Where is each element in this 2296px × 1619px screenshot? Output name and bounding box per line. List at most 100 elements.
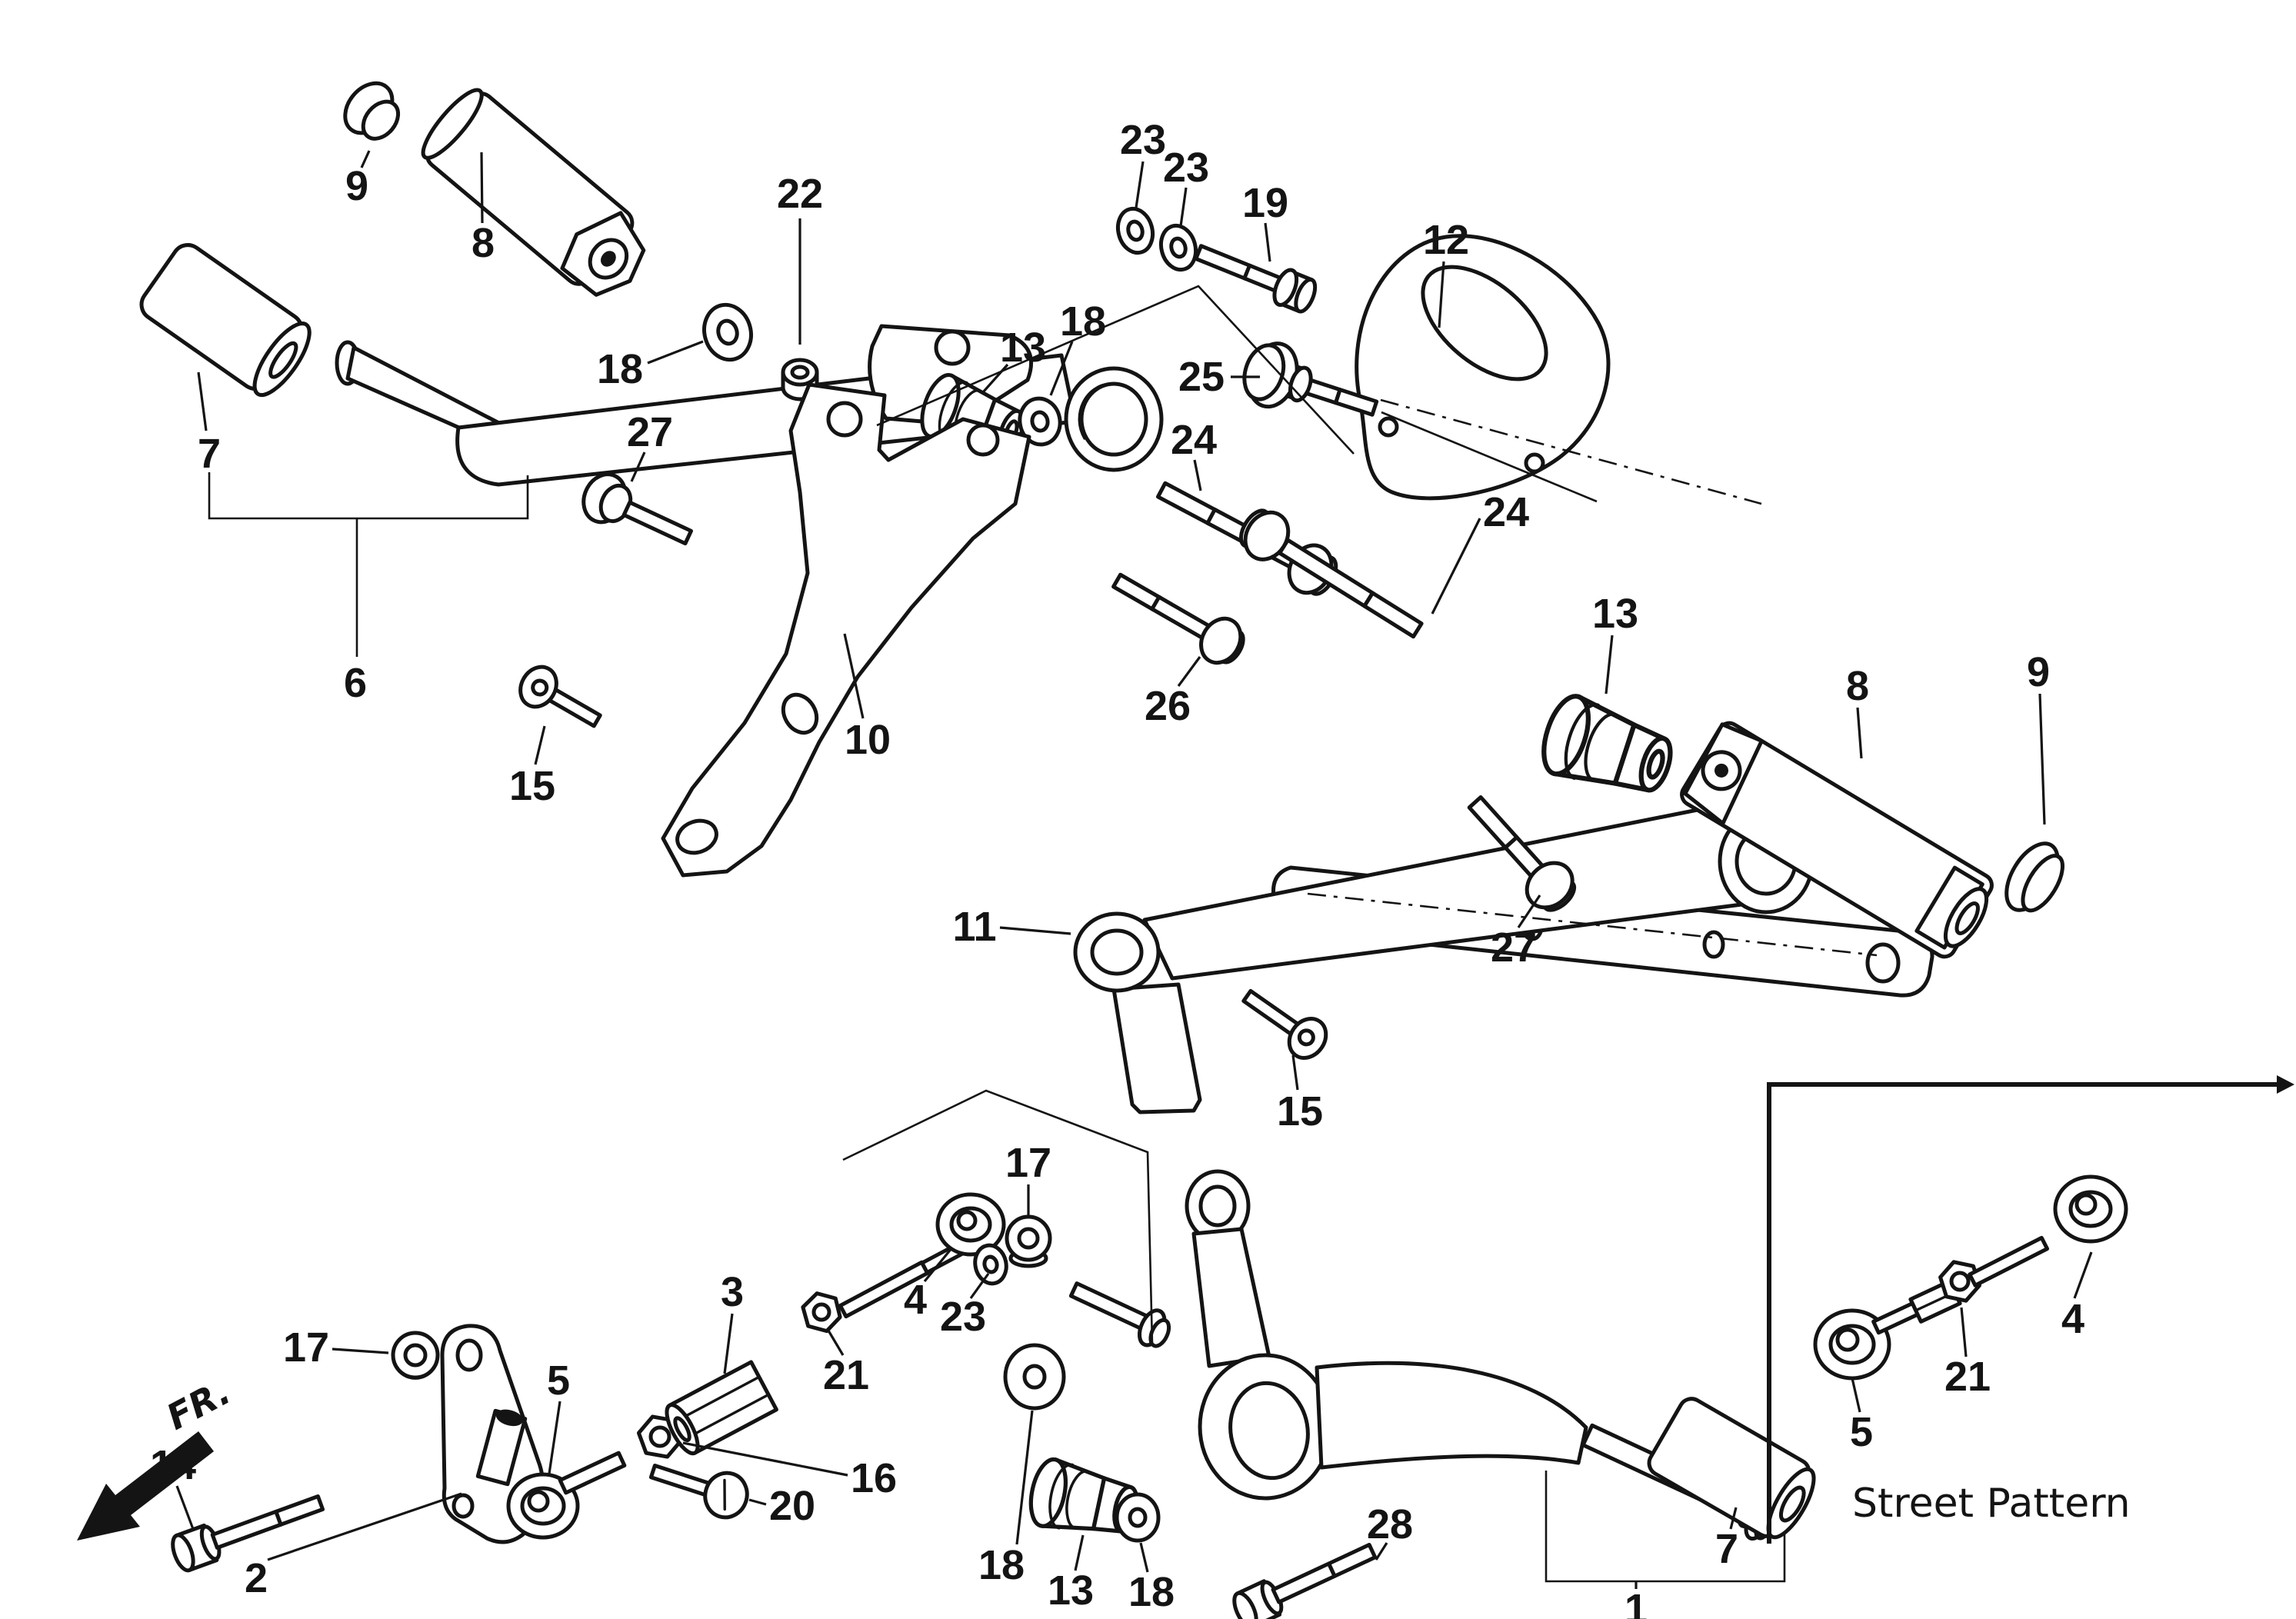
callout-label-7: 7 xyxy=(198,431,221,477)
callout-label-24: 24 xyxy=(1171,417,1217,463)
callout-label-18: 18 xyxy=(978,1542,1025,1588)
part-9-end-cap-right xyxy=(2004,841,2064,913)
callout-label-9: 9 xyxy=(345,163,368,209)
part-21-locknut-left xyxy=(801,1291,842,1334)
callout-leader-15 xyxy=(1291,1054,1299,1091)
callout-label-5: 5 xyxy=(1850,1409,1873,1455)
part-8-footpeg-rubber-left xyxy=(421,88,646,297)
part-21-locknut-street xyxy=(1938,1260,1981,1303)
callout-label-15: 15 xyxy=(509,763,555,809)
callout-label-19: 19 xyxy=(1242,180,1288,226)
part-15-screw-left xyxy=(518,665,602,728)
part-19-bolt xyxy=(1194,244,1318,314)
part-4-shift-rod-street xyxy=(1968,1174,2128,1288)
callout-label-15: 15 xyxy=(1277,1088,1323,1134)
callout-label-23: 23 xyxy=(1163,145,1209,191)
callout-leader-21 xyxy=(827,1330,845,1356)
callout-leader-13 xyxy=(1605,635,1614,695)
callout-leader-4 xyxy=(923,1246,954,1283)
callout-label-18: 18 xyxy=(1060,298,1106,345)
callout-leader-13 xyxy=(981,363,1009,394)
callout-label-22: 22 xyxy=(777,171,823,217)
callout-label-25: 25 xyxy=(1178,354,1225,400)
callout-label-28: 28 xyxy=(1367,1501,1413,1547)
callout-leader-20 xyxy=(748,1498,767,1506)
callout-leader-7 xyxy=(1729,1507,1738,1530)
callout-leader-23 xyxy=(969,1273,990,1299)
street-pattern-inset xyxy=(1813,1174,2128,1381)
callout-label-9: 9 xyxy=(2027,649,2050,695)
part-4-shift-rod-left xyxy=(838,1192,1006,1319)
callout-leader-13 xyxy=(1074,1534,1085,1571)
callout-label-4: 4 xyxy=(904,1277,927,1323)
callout-leader-5 xyxy=(548,1401,562,1474)
callout-leader-26 xyxy=(1177,656,1201,687)
callout-label-8: 8 xyxy=(472,220,495,266)
callout-leader-18 xyxy=(1139,1542,1149,1573)
callout-label-17: 17 xyxy=(1005,1140,1051,1186)
bracket-6 xyxy=(208,472,529,520)
vee-upper-callout xyxy=(876,285,1355,455)
callout-label-18: 18 xyxy=(1128,1569,1175,1615)
callout-label-13: 13 xyxy=(1000,325,1046,371)
callout-leader-27 xyxy=(1517,894,1541,928)
callout-label-5: 5 xyxy=(547,1357,570,1404)
bracket12-center-line xyxy=(1380,398,1762,505)
callout-label-2: 2 xyxy=(245,1555,268,1601)
part-23-washer-b xyxy=(1158,223,1198,272)
callout-leader-27 xyxy=(630,451,646,482)
part-23-washer-a xyxy=(1115,206,1155,255)
callout-label-1: 1 xyxy=(1625,1586,1648,1619)
part-14-bolt xyxy=(171,1494,325,1573)
callout-label-24: 24 xyxy=(1483,489,1529,535)
part-3-spacer xyxy=(665,1360,778,1456)
box-lower-callout xyxy=(842,1089,1154,1345)
callout-label-23: 23 xyxy=(1120,117,1166,163)
callout-leader-15 xyxy=(534,725,546,765)
callout-leader-9 xyxy=(360,150,371,168)
callout-leader-4 xyxy=(2073,1251,2093,1299)
callout-label-12: 12 xyxy=(1423,217,1469,263)
callout-label-4: 4 xyxy=(2061,1296,2084,1342)
street-pattern-caption: Street Pattern xyxy=(1852,1481,2131,1527)
part-13-bushing-right xyxy=(1541,694,1673,793)
fr-arrow-icon xyxy=(77,1431,214,1541)
callout-leader-23 xyxy=(1135,161,1145,208)
callout-leader-24 xyxy=(1431,518,1481,615)
part-27-bolt-right xyxy=(1467,795,1577,912)
box-arrow-icon xyxy=(2277,1075,2294,1094)
callout-label-13: 13 xyxy=(1592,591,1638,637)
callout-leader-17 xyxy=(332,1348,389,1354)
part-24-bolt-right xyxy=(1238,508,1424,639)
part-18-washer-pivot-left xyxy=(702,302,753,362)
part-23-washer-lower xyxy=(973,1243,1008,1286)
callout-label-14: 14 xyxy=(150,1442,196,1488)
part-17-nut-middle xyxy=(1005,1214,1052,1268)
part-17-nut-left xyxy=(391,1331,440,1380)
callout-label-27: 27 xyxy=(627,409,673,455)
callout-leader-5 xyxy=(1851,1377,1861,1413)
part-27-bolt-left xyxy=(581,472,693,546)
callout-leader-18 xyxy=(1015,1410,1034,1545)
part-18-washer-c xyxy=(1003,1343,1066,1411)
part-7-kick-rubber-left xyxy=(139,243,312,398)
callout-leader-16 xyxy=(682,1441,848,1477)
callout-leader-3 xyxy=(723,1313,734,1374)
callout-label-10: 10 xyxy=(845,717,891,763)
callout-label-23: 23 xyxy=(940,1294,986,1340)
callout-leader-7 xyxy=(197,371,208,431)
part-15-screw-right xyxy=(1241,988,1328,1060)
part-28-bolt xyxy=(1232,1542,1378,1619)
part-10-step-bracket-left xyxy=(661,382,1031,878)
callout-leader-14 xyxy=(175,1485,195,1530)
callout-label-7: 7 xyxy=(1715,1526,1738,1572)
callout-label-18: 18 xyxy=(597,346,643,392)
callout-leader-24 xyxy=(1193,459,1202,491)
callout-leader-8 xyxy=(1856,707,1863,759)
callout-label-26: 26 xyxy=(1145,683,1191,729)
callout-label-8: 8 xyxy=(1846,663,1869,709)
